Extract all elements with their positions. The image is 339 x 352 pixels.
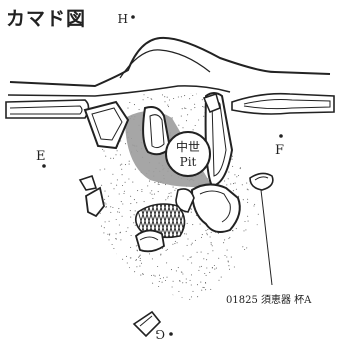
stone-cluster-right-inner bbox=[199, 190, 231, 223]
diagram-title: カマド図 bbox=[6, 8, 87, 30]
stone-cluster-right bbox=[190, 183, 241, 233]
stone-right-small bbox=[202, 93, 221, 113]
wall-lower-outline bbox=[7, 85, 231, 97]
stone-below-cluster bbox=[134, 229, 165, 253]
wall-outline bbox=[9, 36, 331, 88]
pit-label-line1: 中世 bbox=[176, 139, 200, 154]
survey-point-left: E bbox=[36, 149, 46, 168]
stone-left-mid bbox=[85, 186, 105, 218]
wall-inner-line bbox=[119, 49, 211, 79]
survey-point-right: F bbox=[275, 134, 284, 158]
sherd-01825 bbox=[249, 172, 274, 191]
survey-point-bottom: G bbox=[155, 327, 173, 341]
svg-text:E: E bbox=[36, 149, 46, 164]
stone-left-large bbox=[83, 100, 130, 150]
stone-bottom-inner bbox=[139, 315, 153, 327]
stone-bottom bbox=[132, 310, 162, 338]
leader-line bbox=[260, 189, 273, 286]
svg-text:G: G bbox=[155, 327, 165, 341]
left-wing bbox=[5, 99, 90, 119]
left-wing-inner bbox=[9, 105, 83, 115]
survey-point-top: H bbox=[118, 11, 135, 25]
stone-left-large-inner bbox=[91, 107, 123, 141]
sherd-annotation: 01825 須恵器 杯A bbox=[226, 293, 312, 306]
svg-text:F: F bbox=[275, 143, 284, 158]
right-wing-inner bbox=[243, 99, 331, 110]
stone-center-left-inner bbox=[149, 114, 165, 149]
stone-small-left bbox=[78, 174, 98, 191]
stone-mid-small bbox=[175, 188, 195, 213]
medieval-pit bbox=[165, 131, 211, 177]
pit-label-line2: Pit bbox=[180, 155, 197, 169]
stone-below-cluster-inner bbox=[139, 236, 159, 241]
svg-text:H: H bbox=[118, 11, 128, 25]
right-wing bbox=[231, 92, 335, 115]
sherd-01825-inner bbox=[254, 176, 269, 181]
